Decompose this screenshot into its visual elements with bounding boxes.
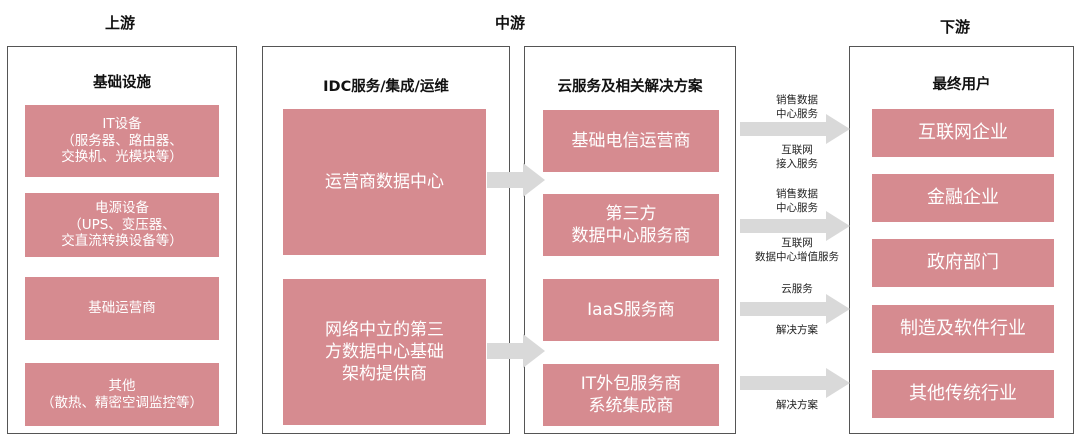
upstream-item-it-equipment: IT设备 （服务器、路由器、 交换机、光模块等） [25, 105, 219, 177]
cloud-title: 云服务及相关解决方案 [557, 79, 703, 95]
upstream-item-power-equipment: 电源设备 （UPS、变压器、 交直流转换设备等） [25, 193, 219, 257]
cloud-item-third-party: 第三方 数据中心服务商 [543, 194, 719, 256]
user-item-manufacturing: 制造及软件行业 [872, 305, 1054, 353]
users-title: 最终用户 [932, 77, 991, 93]
cloud-item-telecom: 基础电信运营商 [543, 110, 719, 172]
arrow-cloud-to-users-4 [740, 368, 850, 398]
user-item-government: 政府部门 [872, 239, 1054, 287]
user-item-finance: 金融企业 [872, 174, 1054, 222]
arrow-3-label-above: 云服务 [781, 283, 813, 295]
arrow-4-label-below: 解决方案 [776, 399, 818, 411]
stage-midstream-label: 中游 [494, 14, 525, 32]
stage-upstream-label: 上游 [104, 14, 135, 32]
upstream-panel: 基础设施 IT设备 （服务器、路由器、 交换机、光模块等） 电源设备 （UPS、… [7, 46, 237, 434]
upstream-item-other: 其他 （散热、精密空调监控等） [25, 363, 219, 426]
user-item-internet: 互联网企业 [872, 109, 1054, 157]
arrow-1-label-below: 互联网 接入服务 [776, 144, 818, 171]
arrow-2-label-above: 销售数据 中心服务 [776, 188, 818, 215]
arrow-idc-to-cloud-2 [487, 334, 545, 368]
idc-item-carrier-dc: 运营商数据中心 [283, 109, 486, 255]
user-item-traditional: 其他传统行业 [872, 370, 1054, 418]
cloud-panel: 云服务及相关解决方案 基础电信运营商 第三方 数据中心服务商 IaaS服务商 I… [524, 46, 736, 434]
users-panel: 最终用户 互联网企业 金融企业 政府部门 制造及软件行业 其他传统行业 [849, 46, 1074, 434]
idc-panel: IDC服务/集成/运维 运营商数据中心 网络中立的第三 方数据中心基础 架构提供… [262, 46, 510, 434]
stage-downstream-label: 下游 [939, 18, 970, 36]
idc-item-neutral-provider: 网络中立的第三 方数据中心基础 架构提供商 [283, 279, 486, 425]
arrow-2-label-below: 互联网 数据中心增值服务 [755, 237, 839, 264]
arrow-cloud-to-users-3 [740, 294, 850, 324]
idc-title: IDC服务/集成/运维 [323, 79, 449, 95]
arrow-cloud-to-users-1 [740, 114, 850, 144]
upstream-title: 基础设施 [93, 75, 151, 91]
cloud-item-iaas: IaaS服务商 [543, 279, 719, 341]
arrow-1-label-above: 销售数据 中心服务 [776, 94, 818, 121]
cloud-item-it-outsourcing: IT外包服务商 系统集成商 [543, 364, 719, 426]
arrow-cloud-to-users-2 [740, 211, 850, 241]
arrow-idc-to-cloud-1 [487, 163, 545, 197]
upstream-item-carrier: 基础运营商 [25, 277, 219, 340]
arrow-3-label-below: 解决方案 [776, 324, 818, 336]
